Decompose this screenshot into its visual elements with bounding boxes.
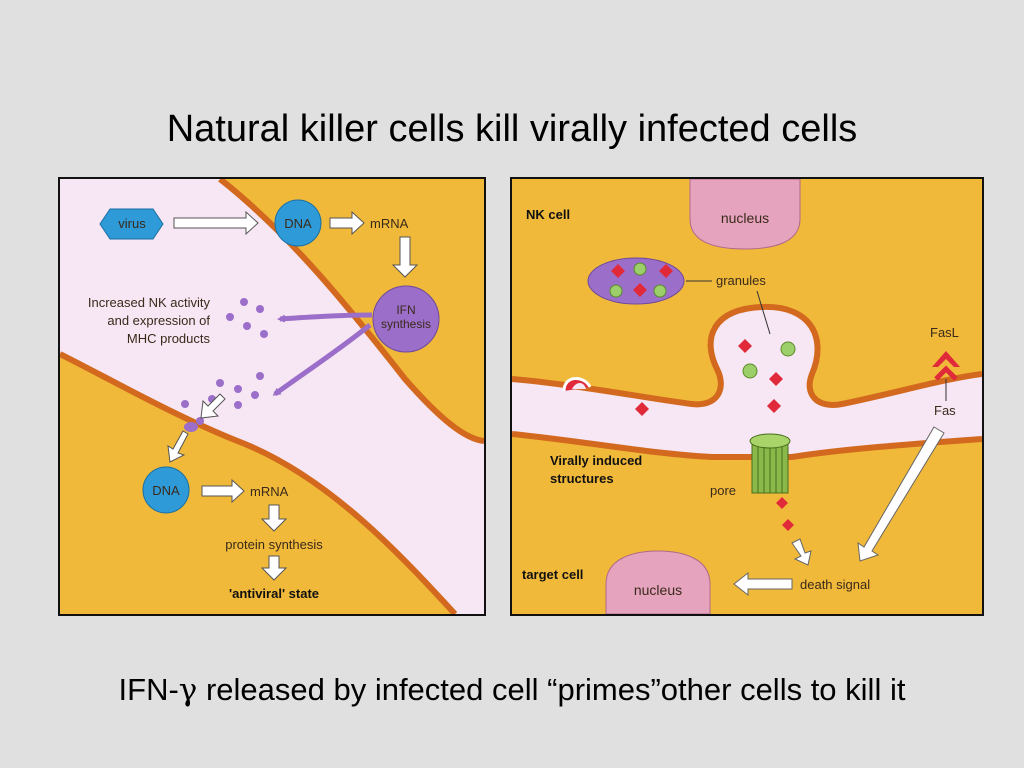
granules-label: granules [716,273,766,288]
arrow-dna-to-mrna [329,210,365,236]
ifn-arrow-to-cell [272,323,372,397]
fasl-icon [932,351,960,367]
granule-contents [609,262,673,298]
pore-label: pore [710,483,736,498]
ifn-label-line1: IFN [396,303,415,317]
ifn-label-line2: synthesis [381,317,431,331]
target-nucleus-label: nucleus [634,582,682,598]
caption-suffix: released by infected cell “primes”other … [197,672,906,707]
fasl-label: FasL [930,325,959,340]
virally-induced-line2: structures [550,471,614,486]
fas-icon [934,365,958,381]
arrow-death-signal-to-nucleus [733,571,793,597]
nk-nucleus-label: nucleus [721,210,769,226]
protein-synthesis-label: protein synthesis [225,537,323,552]
arrow-mrna-to-protein [260,504,288,532]
virally-induced-structure-icon [635,402,649,416]
ifn-arrow-to-nk [277,312,373,323]
granzyme-entering [776,497,794,531]
antiviral-state-label: 'antiviral' state [229,586,319,601]
membrane-upper [218,179,484,444]
nk-receptor-inner [572,383,586,389]
slide-title: Natural killer cells kill virally infect… [166,108,858,150]
target-nucleus-icon [605,550,711,614]
arrow-mrna-to-ifn [391,236,419,278]
cytoplasm-band [60,179,484,614]
nk-cell-label: NK cell [526,207,570,222]
mrna-bottom-label: mRNA [250,484,289,499]
slide-caption: IFN-γ released by infected cell “primes”… [0,672,1024,708]
nk-killing-svg: nucleus NK cell granules FasL [512,179,982,614]
dna-bottom-label: DNA [152,483,180,498]
ifn-synthesis-icon [372,285,440,353]
virus-icon [99,208,164,240]
caption-prefix: IFN- [118,672,179,707]
arrow-virus-to-dna [173,210,259,236]
virally-induced-line1: Virally induced [550,453,642,468]
nk-activity-line2: and expression of [107,313,210,328]
ifn-priming-svg: virus DNA mRNA IFN synthesis Increased N… [60,179,484,614]
ifn-receptor-icon [184,422,198,432]
nk-killing-diagram: nucleus NK cell granules FasL [510,177,984,616]
nk-activity-line3: MHC products [127,331,211,346]
released-granules [738,339,796,413]
virus-label: virus [118,216,146,231]
granules-leader-line-2 [756,290,771,335]
death-signal-label: death signal [800,577,870,592]
ifn-molecules [181,298,268,425]
arrow-dna-to-mrna-bottom [201,478,245,504]
ifn-priming-diagram: virus DNA mRNA IFN synthesis Increased N… [58,177,486,616]
dna-top-label: DNA [284,216,312,231]
dna-top-icon [274,199,322,247]
target-membrane [512,431,982,460]
arrow-receptor-to-dna [167,430,189,463]
fas-label: Fas [934,403,956,418]
arrow-fas-to-death-signal [857,426,945,562]
arrow-ifn-to-receptor [200,393,226,419]
mrna-top-label: mRNA [370,216,409,231]
caption-gamma: γ [178,672,198,708]
arrow-granzyme-to-death-signal [791,538,812,566]
nk-nucleus-icon [689,179,801,250]
membrane-lower [60,351,458,614]
arrow-protein-to-antiviral [260,555,288,581]
target-cell-label: target cell [522,567,583,582]
synapse-cleft [512,306,982,457]
perforin-pore-icon [749,433,791,494]
dna-bottom-icon [142,466,190,514]
nk-activity-line1: Increased NK activity [88,295,211,310]
